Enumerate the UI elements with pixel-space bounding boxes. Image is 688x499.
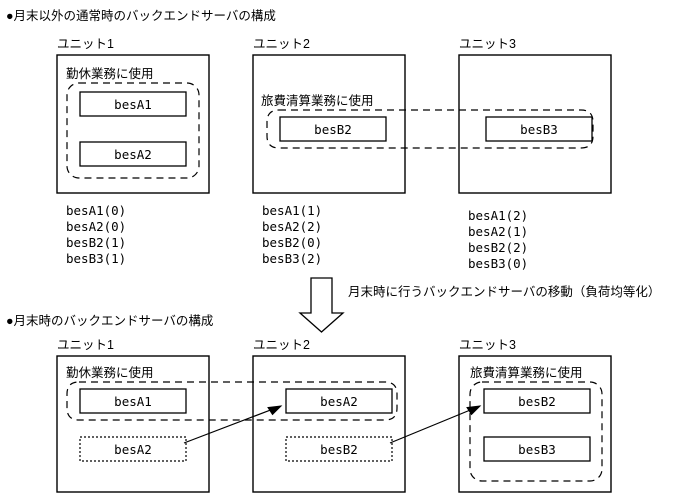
unit-label-monthend-unit3: ユニット3 [459,338,516,352]
bes-box-monthend-unit1-besA2-ghost [79,436,187,462]
bes-label-normal-unit1-besA2: besA2 [114,147,152,162]
load-list-normal-unit1: besA1(0) besA2(0) besB2(1) besB3(1) [66,203,126,266]
load-list-item: besB3(0) [468,256,528,271]
bes-label-monthend-unit1-besA1: besA1 [114,394,152,409]
usage-label-normal-unit1: 勤休業務に使用 [66,66,154,81]
load-list-item: besB3(1) [66,251,126,266]
usage-group-normal-unit2-unit3 [266,109,594,149]
section-heading-month-end: ●月末時のバックエンドサーバの構成 [6,314,213,328]
load-list-item: besA1(2) [468,208,528,223]
usage-group-normal-unit1 [66,82,200,179]
unit-frame-monthend-unit1 [56,355,210,493]
unit-frame-monthend-unit2 [252,355,406,493]
migration-arrow-besA2 [183,405,283,444]
bes-label-monthend-unit2-besA2: besA2 [320,394,358,409]
bes-label-normal-unit1-besA1: besA1 [114,97,152,112]
bes-label-normal-unit2-besB2: besB2 [314,122,352,137]
bes-box-normal-unit2-besB2 [279,116,387,142]
bes-label-monthend-unit3-besB3: besB3 [518,442,556,457]
unit-frame-normal-unit3 [458,54,612,194]
section-heading-normal: ●月末以外の通常時のバックエンドサーバの構成 [6,9,276,23]
bes-label-monthend-unit2-besB2: besB2 [320,442,358,457]
bes-box-monthend-unit2-besB2-ghost [285,436,393,462]
transition-down-arrow [298,277,345,333]
transition-annotation: 月末時に行うバックエンドサーバの移動（負荷均等化） [348,284,660,299]
load-list-item: besA2(2) [262,219,322,234]
bes-box-monthend-unit2-besA2 [285,388,393,414]
bes-box-normal-unit3-besB3 [485,116,593,142]
unit-frame-normal-unit2 [252,54,406,194]
load-list-normal-unit3: besA1(2) besA2(1) besB2(2) besB3(0) [468,208,528,271]
unit-frame-normal-unit1 [56,54,210,194]
load-list-item: besA1(0) [66,203,126,218]
unit-label-normal-unit3: ユニット3 [459,37,516,51]
bes-box-monthend-unit1-besA1 [79,388,187,414]
bes-box-normal-unit1-besA1 [79,91,187,117]
load-list-item: besB2(2) [468,240,528,255]
unit-label-monthend-unit2: ユニット2 [253,338,310,352]
usage-group-monthend-unit3 [469,381,603,482]
load-list-item: besB3(2) [262,251,322,266]
load-list-item: besA2(0) [66,219,126,234]
bes-label-monthend-unit1-besA2: besA2 [114,442,152,457]
bes-label-normal-unit3-besB3: besB3 [520,122,558,137]
bes-box-monthend-unit3-besB2 [483,388,591,414]
load-list-normal-unit2: besA1(1) besA2(2) besB2(0) besB3(2) [262,203,322,266]
bes-box-monthend-unit3-besB3 [483,436,591,462]
usage-group-monthend-unit1-unit2 [66,381,398,421]
load-list-item: besB2(1) [66,235,126,250]
load-list-item: besA2(1) [468,224,528,239]
unit-frame-monthend-unit3 [458,355,612,493]
unit-label-monthend-unit1: ユニット1 [57,338,114,352]
usage-label-normal-unit2: 旅費清算業務に使用 [261,93,374,108]
bes-box-normal-unit1-besA2 [79,141,187,167]
unit-label-normal-unit2: ユニット2 [253,37,310,51]
bes-label-monthend-unit3-besB2: besB2 [518,394,556,409]
load-list-item: besA1(1) [262,203,322,218]
load-list-item: besB2(0) [262,235,322,250]
usage-label-monthend-unit1: 勤休業務に使用 [66,365,154,380]
usage-label-monthend-unit3: 旅費清算業務に使用 [470,365,583,380]
unit-label-normal-unit1: ユニット1 [57,37,114,51]
migration-arrow-besB2 [389,405,482,444]
